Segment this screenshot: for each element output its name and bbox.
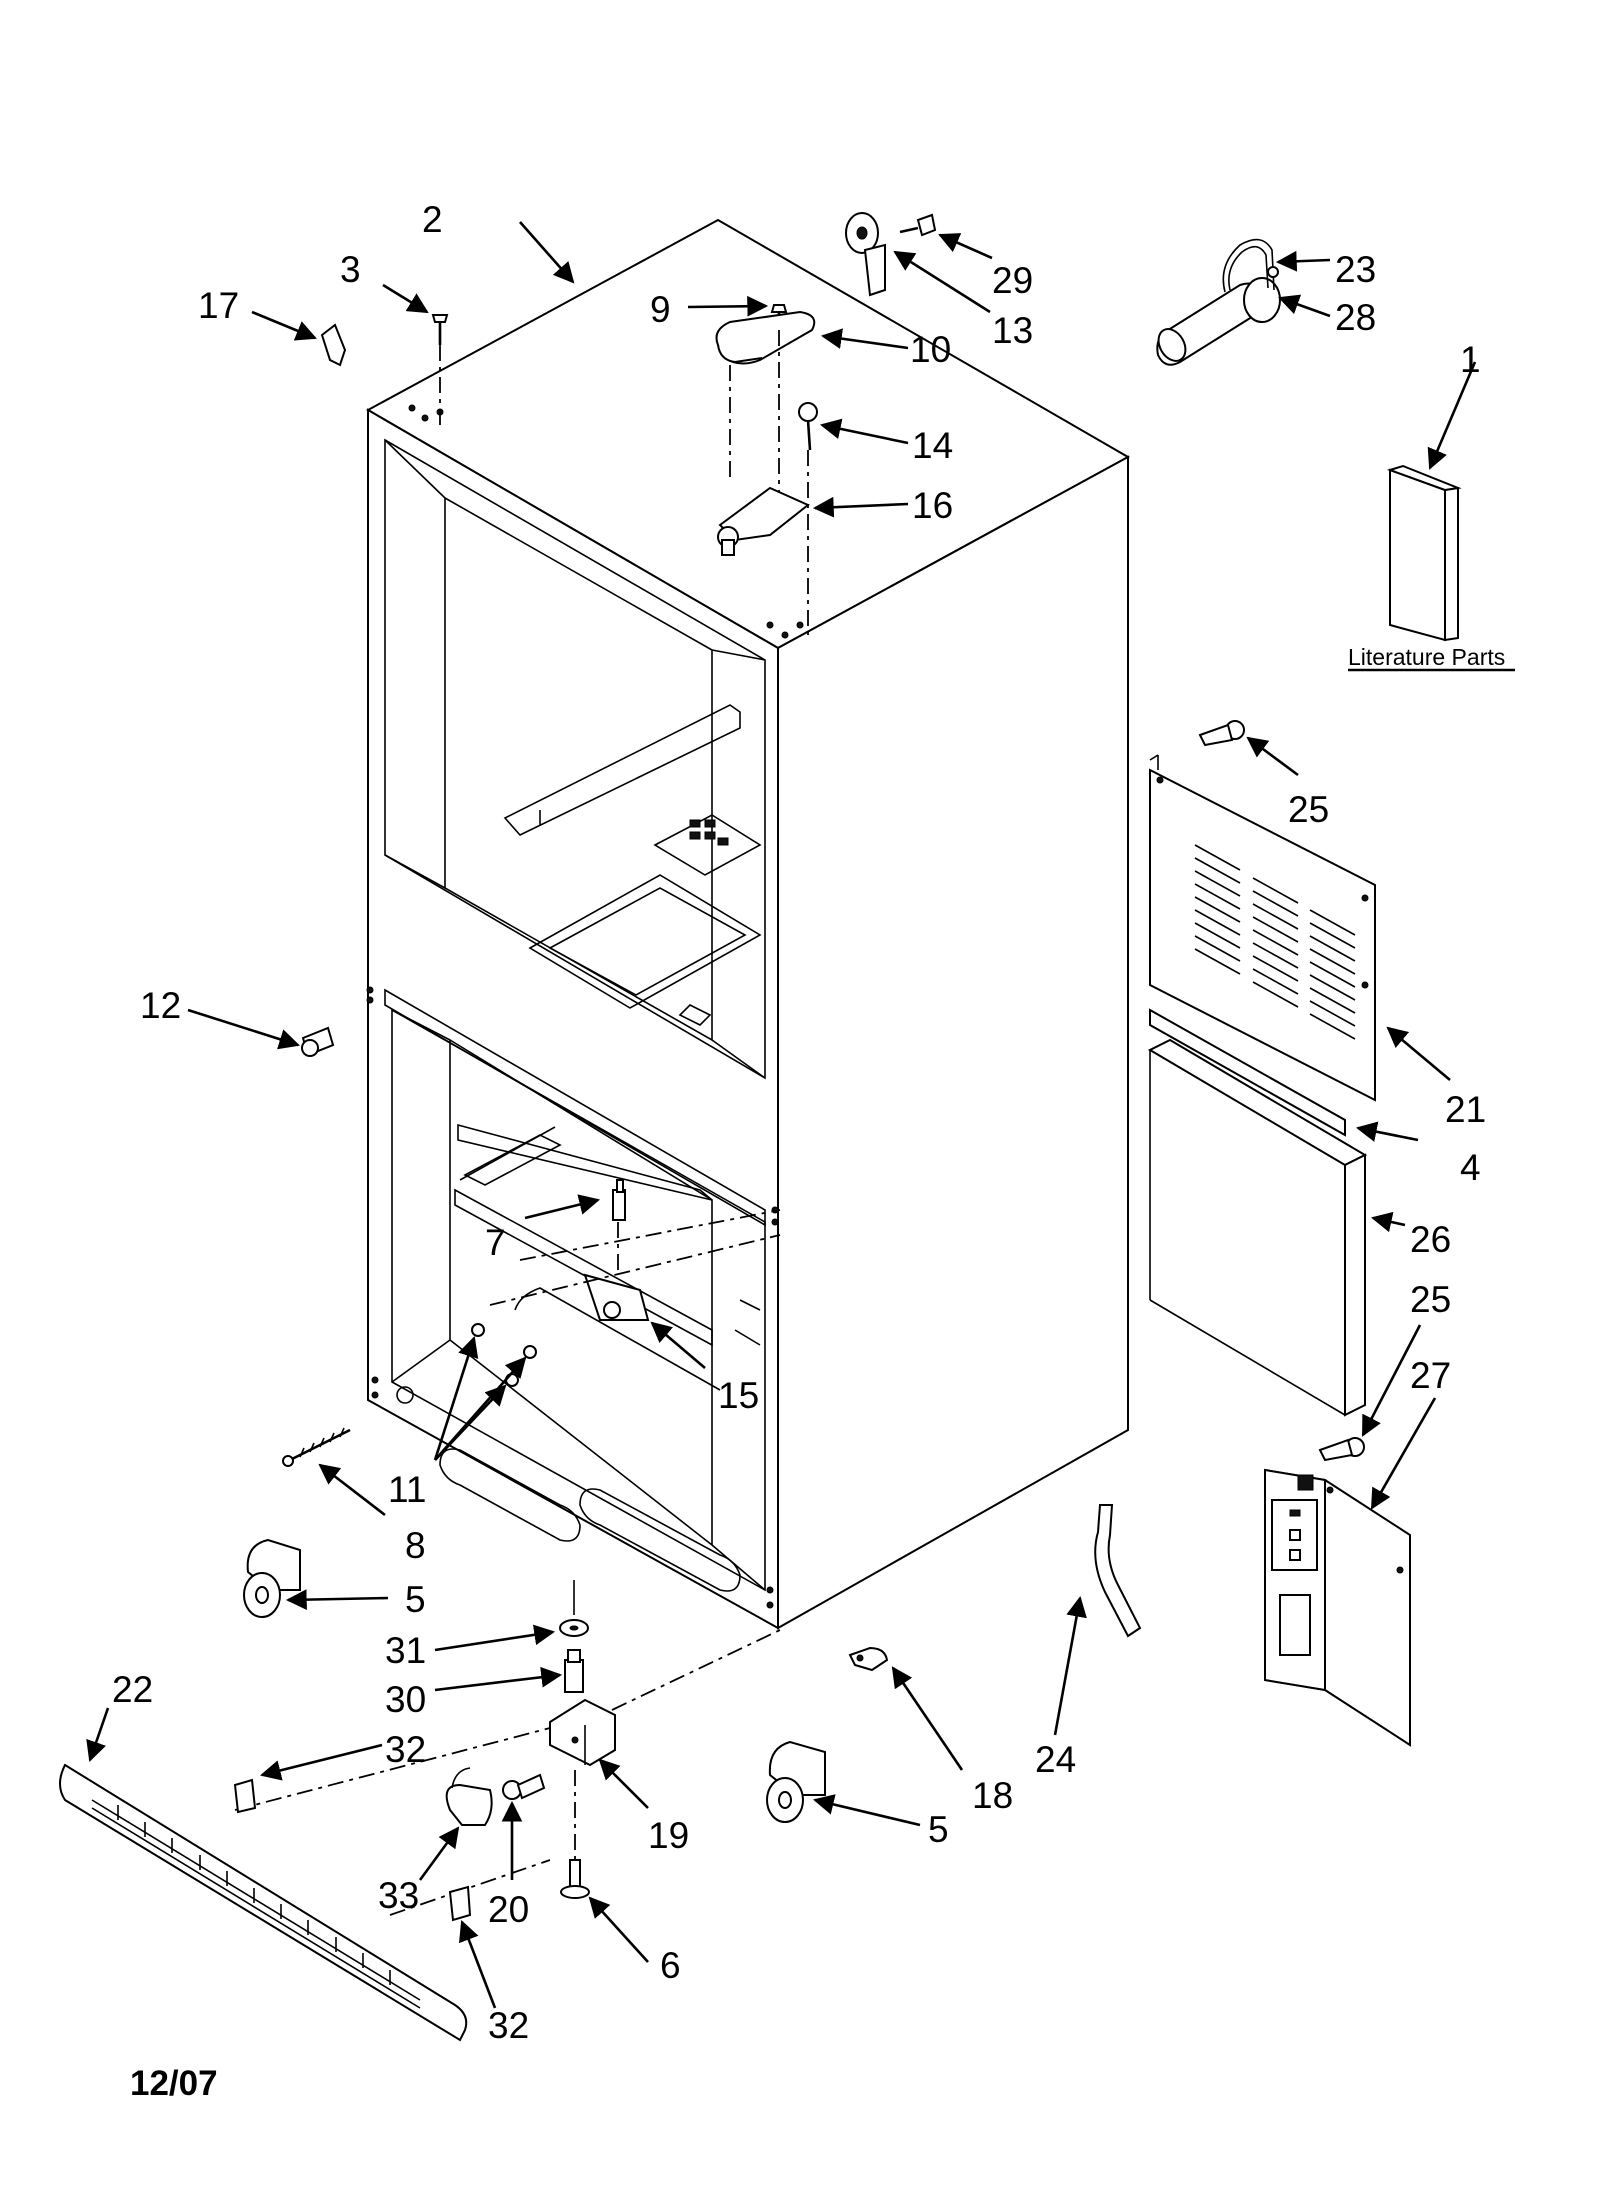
- label-13: 13: [992, 310, 1033, 351]
- part-17-tape: [320, 323, 347, 367]
- label-32-bottom: 32: [488, 2005, 529, 2046]
- part-14-screw: [798, 402, 818, 635]
- label-15: 15: [718, 1375, 759, 1416]
- label-14: 14: [912, 425, 953, 466]
- part-19-bracket: [549, 1629, 781, 1767]
- part-22-grille: [59, 1727, 551, 2042]
- label-33: 33: [378, 1875, 419, 1916]
- label-30: 30: [385, 1679, 426, 1720]
- part-25-screw-top: [1198, 720, 1245, 747]
- label-10: 10: [910, 329, 951, 370]
- label-29: 29: [992, 260, 1033, 301]
- label-17: 17: [198, 285, 239, 326]
- part-31-washer: [559, 1580, 589, 1637]
- part-7-stud: [612, 1179, 626, 1270]
- label-31: 31: [385, 1630, 426, 1671]
- part-23-28-tube-assembly: [1156, 238, 1281, 366]
- label-11: 11: [388, 1469, 426, 1510]
- label-16: 16: [912, 485, 953, 526]
- label-26: 26: [1410, 1219, 1451, 1260]
- part-27-control-box: [1264, 1468, 1411, 1747]
- label-25-bottom: 25: [1410, 1279, 1451, 1320]
- part-20-screw: [502, 1773, 546, 1800]
- part-number-labels: 2 3 17 9 10 14 16 29 13 23 28 1 25 21 4 …: [112, 199, 1486, 2046]
- literature-parts-label: Literature Parts: [1348, 644, 1505, 670]
- label-27: 27: [1410, 1355, 1451, 1396]
- part-15-hinge: [489, 1209, 781, 1321]
- part-3-screw: [431, 314, 449, 430]
- part-5-roller-left: [243, 1538, 301, 1618]
- part-13-bracket: [845, 212, 886, 297]
- part-4-strip: [1149, 1008, 1346, 1137]
- part-5-roller-right: [766, 1740, 826, 1823]
- label-8: 8: [405, 1525, 426, 1566]
- part-6-pin: [560, 1770, 590, 1899]
- label-19: 19: [648, 1815, 689, 1856]
- label-23: 23: [1335, 249, 1376, 290]
- label-7: 7: [485, 1222, 506, 1263]
- part-8-bolt: [282, 1427, 351, 1467]
- label-6: 6: [660, 1945, 681, 1986]
- leader-lines: [86, 221, 1477, 2009]
- label-3: 3: [340, 249, 361, 290]
- part-1-literature: [1386, 464, 1462, 642]
- part-16-hinge: [717, 486, 810, 556]
- label-2: 2: [422, 199, 443, 240]
- cabinet-body: [365, 218, 1131, 1630]
- part-30-pin: [564, 1649, 584, 1693]
- label-18: 18: [972, 1775, 1013, 1816]
- label-5-right: 5: [928, 1809, 949, 1850]
- part-26-insulation: [1147, 1038, 1368, 1417]
- part-29-screw: [899, 213, 937, 237]
- label-20: 20: [488, 1889, 529, 1930]
- label-5-left: 5: [405, 1579, 426, 1620]
- part-25-screw-bottom: [1318, 1437, 1365, 1462]
- date-code: 12/07: [130, 2064, 218, 2103]
- part-33-cover: [445, 1767, 493, 1826]
- label-12: 12: [140, 985, 181, 1026]
- part-18-clip: [848, 1646, 889, 1672]
- part-32-clip-top: [233, 1778, 257, 1814]
- label-1: 1: [1460, 339, 1481, 380]
- part-10-hinge-cover: [715, 310, 816, 505]
- part-24-hose: [1094, 1504, 1142, 1638]
- label-32-top: 32: [385, 1729, 426, 1770]
- label-28: 28: [1335, 297, 1376, 338]
- label-25-top: 25: [1288, 789, 1329, 830]
- label-4: 4: [1460, 1147, 1481, 1188]
- part-32-clip-bottom: [448, 1885, 472, 1922]
- label-24: 24: [1035, 1739, 1076, 1780]
- part-21-vent-panel: [1149, 754, 1376, 1102]
- label-22: 22: [112, 1669, 153, 1710]
- label-21: 21: [1445, 1089, 1486, 1130]
- part-12-screw: [301, 1026, 335, 1057]
- label-9: 9: [650, 289, 671, 330]
